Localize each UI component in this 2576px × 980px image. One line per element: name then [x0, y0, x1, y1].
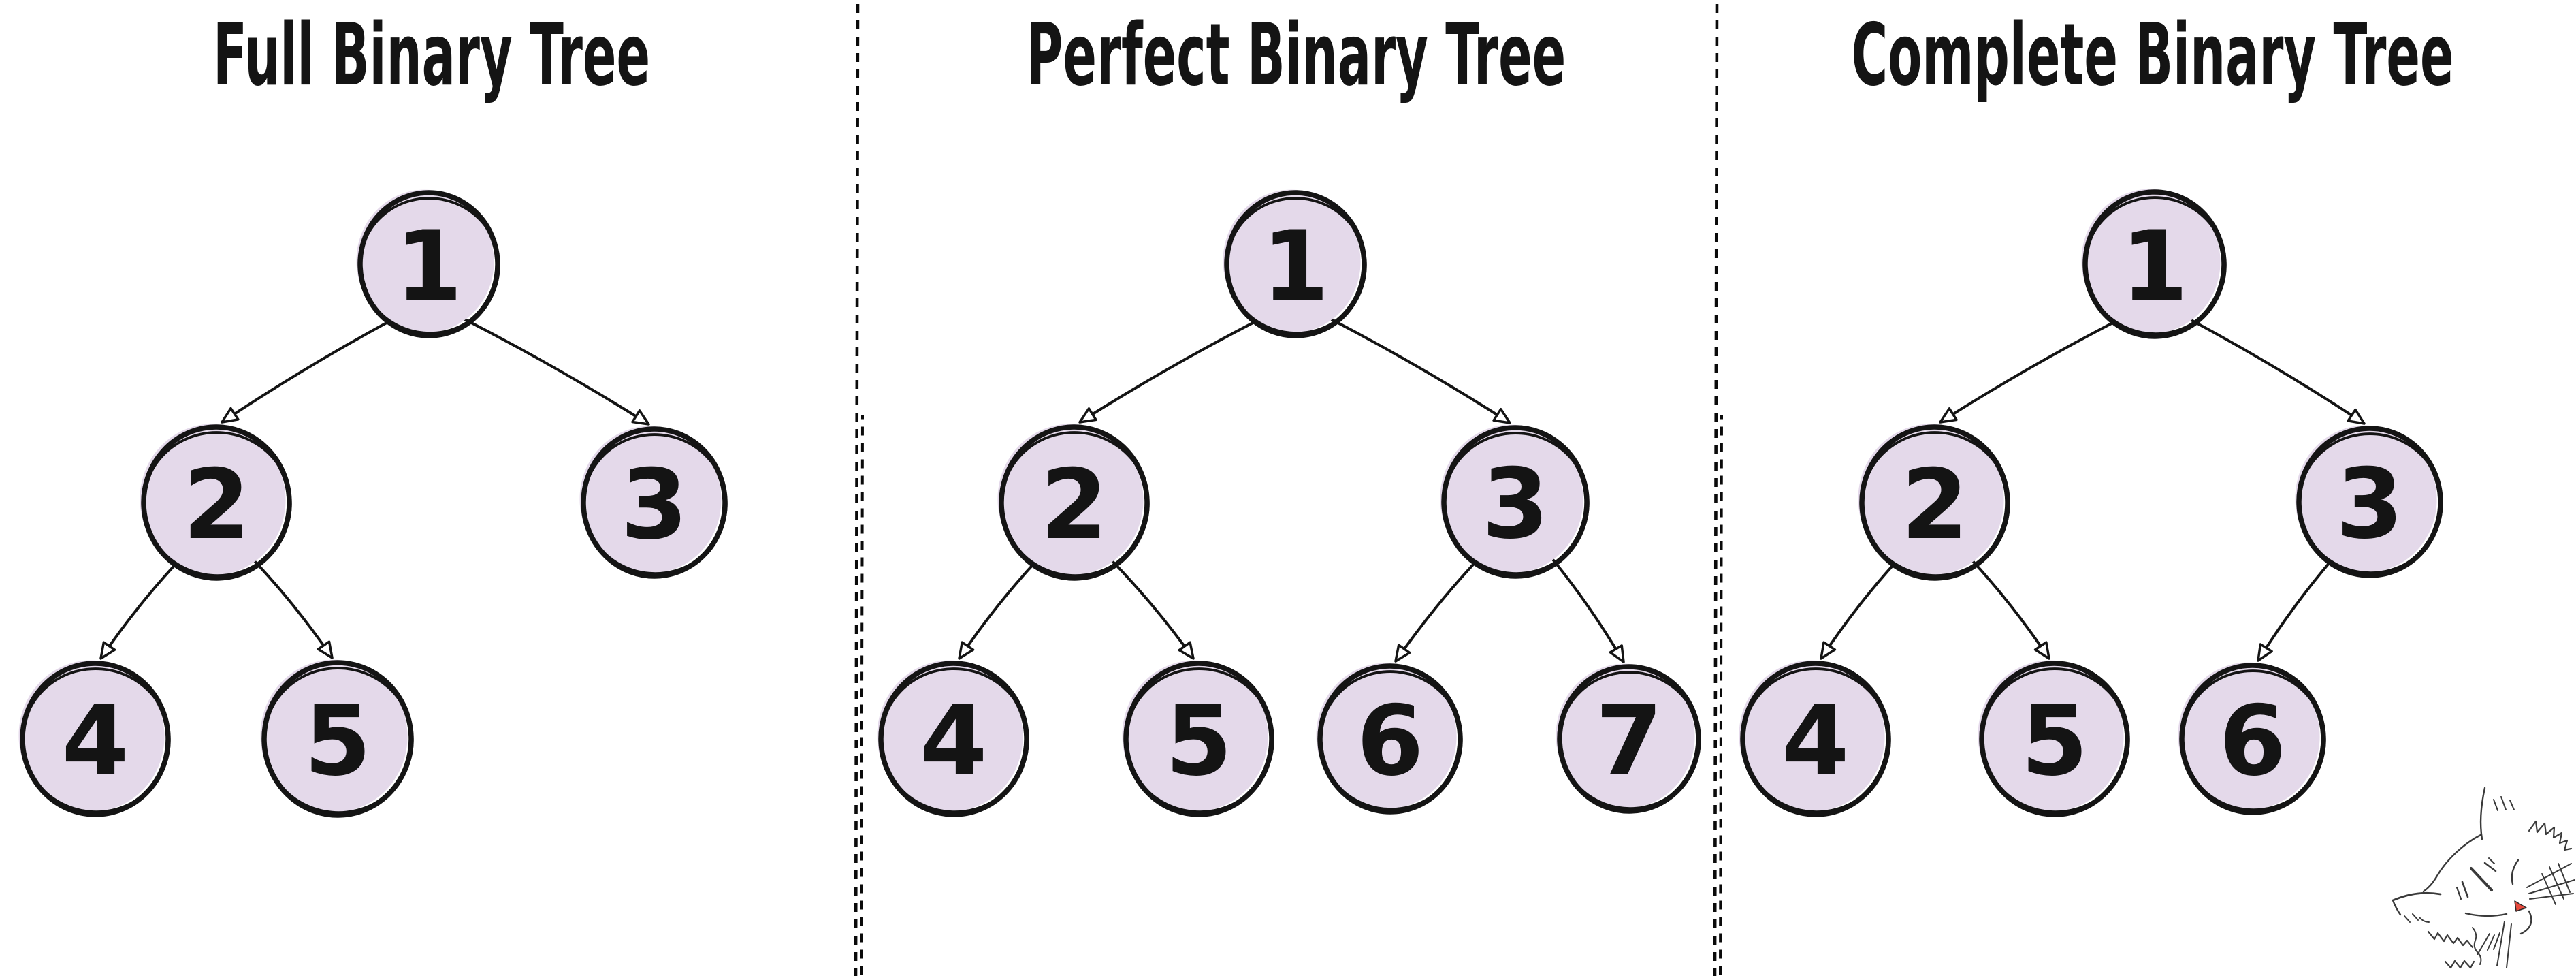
node-value: 1: [396, 210, 463, 323]
node-value: 3: [2336, 448, 2404, 560]
cat-cheek: [2519, 910, 2532, 935]
tree-edge-1-3: [2190, 318, 2366, 425]
cat-whisker-cross: [2477, 933, 2490, 955]
tree-panel-1: 1 2 3 4 5 6 7: [877, 189, 1701, 817]
tree-edge-1-3: [464, 318, 650, 426]
tree-node-5: 5: [260, 659, 414, 818]
tree-node-1: 1: [1223, 189, 1367, 338]
node-value: 1: [2121, 210, 2189, 323]
node-value: 6: [2219, 685, 2287, 797]
tree-node-2: 2: [997, 424, 1150, 581]
panel-title-full-binary-tree: Full Binary Tree: [212, 5, 651, 105]
cat-ear-right: [2479, 787, 2486, 840]
cat-ear-left: [2392, 891, 2442, 902]
tree-node-1: 1: [356, 189, 500, 338]
cat-whiskers-down: [2487, 921, 2512, 968]
node-value: 6: [1357, 685, 1424, 797]
tree-node-1: 1: [2081, 189, 2227, 339]
cat-fur-hatch: [2470, 867, 2493, 891]
cat-fur-hatch: [2483, 862, 2497, 872]
tree-node-3: 3: [1440, 424, 1590, 579]
panel-separator: [1713, 3, 1723, 977]
panel-title-complete-binary-tree: Complete Binary Tree: [1851, 5, 2454, 105]
node-value: 5: [2021, 685, 2089, 797]
node-value: 3: [1482, 448, 1549, 560]
node-value: 5: [304, 685, 372, 797]
tree-node-4: 4: [877, 660, 1029, 817]
tree-node-6: 6: [1316, 663, 1463, 815]
tree-panel-2: 1 2 3 4 5 6: [1739, 189, 2443, 817]
tree-edge-2-5: [253, 560, 334, 659]
cat-eye: [2511, 859, 2519, 885]
tree-node-5: 5: [1122, 660, 1274, 817]
cat-whiskers-up: [2526, 863, 2575, 900]
tree-edge-3-7: [1551, 558, 1625, 663]
node-value: 2: [1041, 449, 1108, 561]
node-value: 7: [1596, 685, 1663, 797]
tree-edge-2-5: [1971, 560, 2050, 660]
tree-node-6: 6: [2178, 662, 2326, 815]
tree-node-5: 5: [1978, 660, 2130, 817]
node-value: 1: [1262, 210, 1330, 323]
cat-mouth: [2464, 912, 2508, 917]
cat-chest-squiggle: [2472, 927, 2482, 965]
tree-edge-1-2: [1078, 318, 1261, 424]
tree-edge-2-4: [958, 560, 1037, 660]
cat-fur-hatch: [2461, 881, 2469, 898]
tree-node-2: 2: [1858, 424, 2010, 581]
tree-edge-2-5: [1111, 560, 1195, 660]
node-value: 4: [920, 685, 988, 797]
tree-edge-3-6: [1394, 558, 1479, 663]
node-value: 3: [621, 449, 688, 561]
tree-node-2: 2: [140, 424, 292, 581]
tree-edge-3-6: [2257, 557, 2334, 662]
tree-node-3: 3: [579, 426, 728, 579]
cat-ear-left-side: [2392, 899, 2402, 916]
tree-edge-1-2: [221, 318, 394, 424]
tree-node-4: 4: [1739, 660, 1891, 817]
node-value: 2: [1901, 449, 1969, 561]
cat-nose-icon: [2514, 900, 2527, 912]
tree-edge-1-3: [1330, 318, 1511, 424]
cat-fur-zigzag-bottom2: [2444, 960, 2475, 969]
cat-ear-right-hatch: [2493, 796, 2515, 811]
node-value: 4: [62, 685, 129, 797]
tree-node-3: 3: [2295, 425, 2443, 578]
tree-edge-2-4: [99, 560, 180, 660]
tree-edge-2-4: [1820, 560, 1898, 660]
cat-head-outline: [2422, 834, 2482, 893]
node-value: 5: [1165, 685, 1233, 797]
tree-node-7: 7: [1556, 663, 1701, 814]
cat-sketch: [2392, 787, 2575, 969]
panel-separator: [854, 3, 864, 977]
tree-node-4: 4: [18, 660, 171, 817]
cat-fur-lines: [2541, 863, 2571, 905]
cat-fur-hatch: [2456, 886, 2462, 900]
cat-fur-hatch: [2488, 857, 2495, 864]
cat-ear-left-hatch: [2404, 913, 2430, 923]
panel-title-perfect-binary-tree: Perfect Binary Tree: [1026, 5, 1566, 105]
tree-edge-1-2: [1939, 318, 2119, 424]
cat-fur-zigzag-right: [2528, 820, 2573, 851]
tree-panel-0: 1 2 3 4 5: [18, 189, 728, 818]
cat-fur-zigzag-bottom: [2427, 930, 2474, 949]
node-value: 2: [183, 449, 251, 561]
node-value: 4: [1782, 685, 1850, 797]
